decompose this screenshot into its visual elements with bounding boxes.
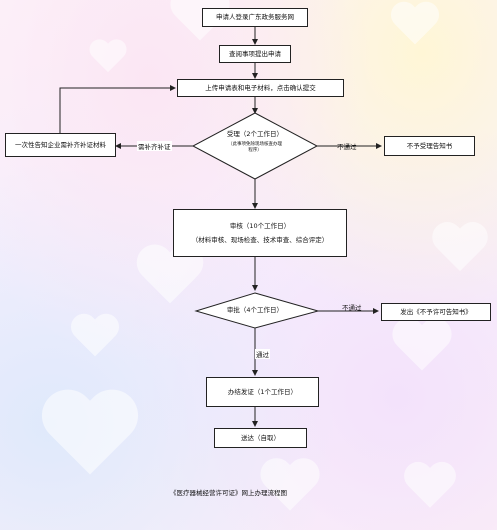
not-accept-notice-label: 不予受理告知书 <box>406 141 453 150</box>
login-step: 申请人登录广东政务服务网 <box>202 8 308 27</box>
issue-step: 办结发证（1个工作日） <box>206 377 319 407</box>
upload-step-label: 上传申请表和电子材料，点击确认提交 <box>205 83 316 92</box>
accept-decision-note: （此事项免除现场核查办理程序） <box>228 142 282 154</box>
diagram-caption: 《医疗器械经营许可证》网上办理流程图 <box>170 489 287 497</box>
need-supplement-label: 需补齐补证 <box>137 141 172 151</box>
not-passed-label-1: 不通过 <box>337 143 357 151</box>
deliver-step-label: 送达（自取） <box>241 433 280 442</box>
passed-label: 通过 <box>255 349 270 359</box>
review-step-title: 审核（10个工作日） <box>229 221 291 230</box>
not-permit-label: 发出《不予许可告知书》 <box>400 307 472 316</box>
issue-step-label: 办结发证（1个工作日） <box>227 387 298 396</box>
not-passed-label-2: 不通过 <box>342 304 362 312</box>
upload-step: 上传申请表和电子材料，点击确认提交 <box>177 79 344 97</box>
supplement-step-label: 一次性告知企业需补齐补证材料 <box>15 140 106 149</box>
arrow-supplement-to-upload <box>59 85 176 133</box>
login-step-label: 申请人登录广东政务服务网 <box>216 13 294 22</box>
accept-decision-text: 受理（2个工作日） （此事项免除现场核查办理程序） <box>210 130 300 154</box>
submit-step: 查阅事项提出申请 <box>219 45 291 63</box>
approve-decision-title: 审批（4个工作日） <box>226 306 284 314</box>
deliver-step: 送达（自取） <box>214 428 307 448</box>
accept-decision-title: 受理（2个工作日） <box>226 130 284 138</box>
supplement-step: 一次性告知企业需补齐补证材料 <box>5 133 116 157</box>
not-permit-step: 发出《不予许可告知书》 <box>381 303 491 321</box>
review-step-detail: （材料审核、现场检查、技术审查、综合评定） <box>191 236 329 244</box>
review-step: 审核（10个工作日） （材料审核、现场检查、技术审查、综合评定） <box>173 209 347 257</box>
accept-decision-diamond <box>191 112 319 180</box>
submit-step-label: 查阅事项提出申请 <box>229 49 281 58</box>
not-accept-notice-step: 不予受理告知书 <box>384 136 475 156</box>
approve-decision-text: 审批（4个工作日） <box>212 306 298 314</box>
approve-decision-diamond <box>194 292 320 329</box>
